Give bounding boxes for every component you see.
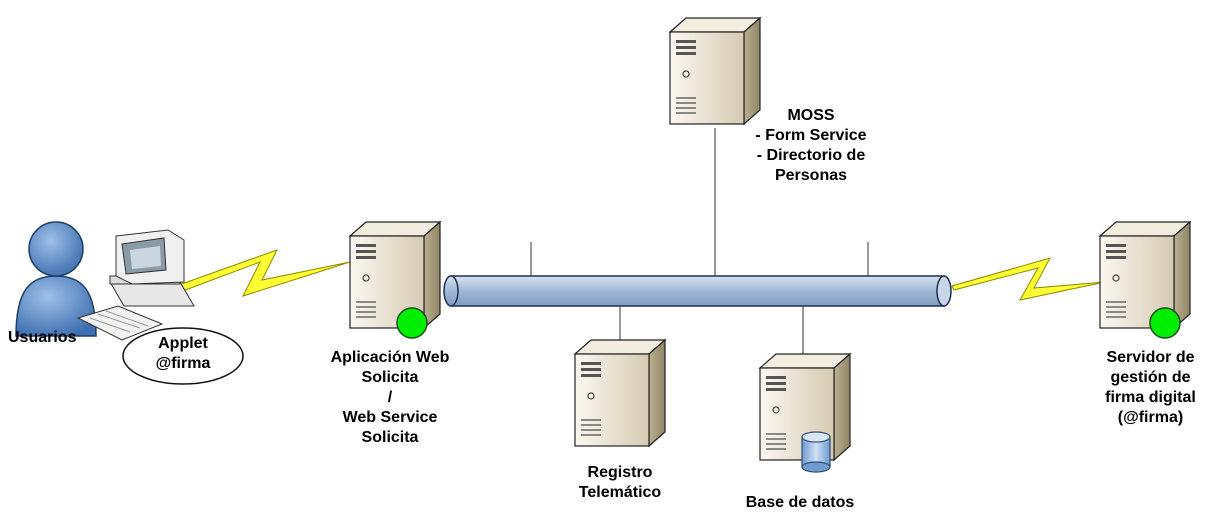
moss-label: MOSS - Form Service - Directorio de Pers… bbox=[755, 107, 867, 184]
status-dot-icon bbox=[396, 307, 428, 339]
applet-label: Applet @firma bbox=[155, 335, 211, 372]
computer-icon bbox=[76, 229, 195, 341]
usuarios-label: Usuarios bbox=[8, 329, 77, 346]
applet-ellipse bbox=[122, 327, 244, 385]
status-dot-icon bbox=[1149, 307, 1181, 339]
database-icon bbox=[801, 431, 831, 473]
network-bus bbox=[443, 275, 952, 307]
lightning-icon bbox=[175, 249, 351, 297]
webapp-label: Aplicación Web Solicita / Web Service So… bbox=[330, 349, 450, 446]
server-icon-firma bbox=[1099, 221, 1191, 329]
server-icon-webapp bbox=[349, 221, 441, 329]
registro-label: Registro Telemático bbox=[578, 464, 662, 501]
lightning-icon bbox=[951, 257, 1106, 301]
user-icon bbox=[15, 221, 97, 337]
server-icon-registro bbox=[574, 339, 666, 447]
servidor-firma-label: Servidor de gestión de firma digital (@f… bbox=[1105, 349, 1196, 426]
basedatos-label: Base de datos bbox=[745, 494, 855, 511]
